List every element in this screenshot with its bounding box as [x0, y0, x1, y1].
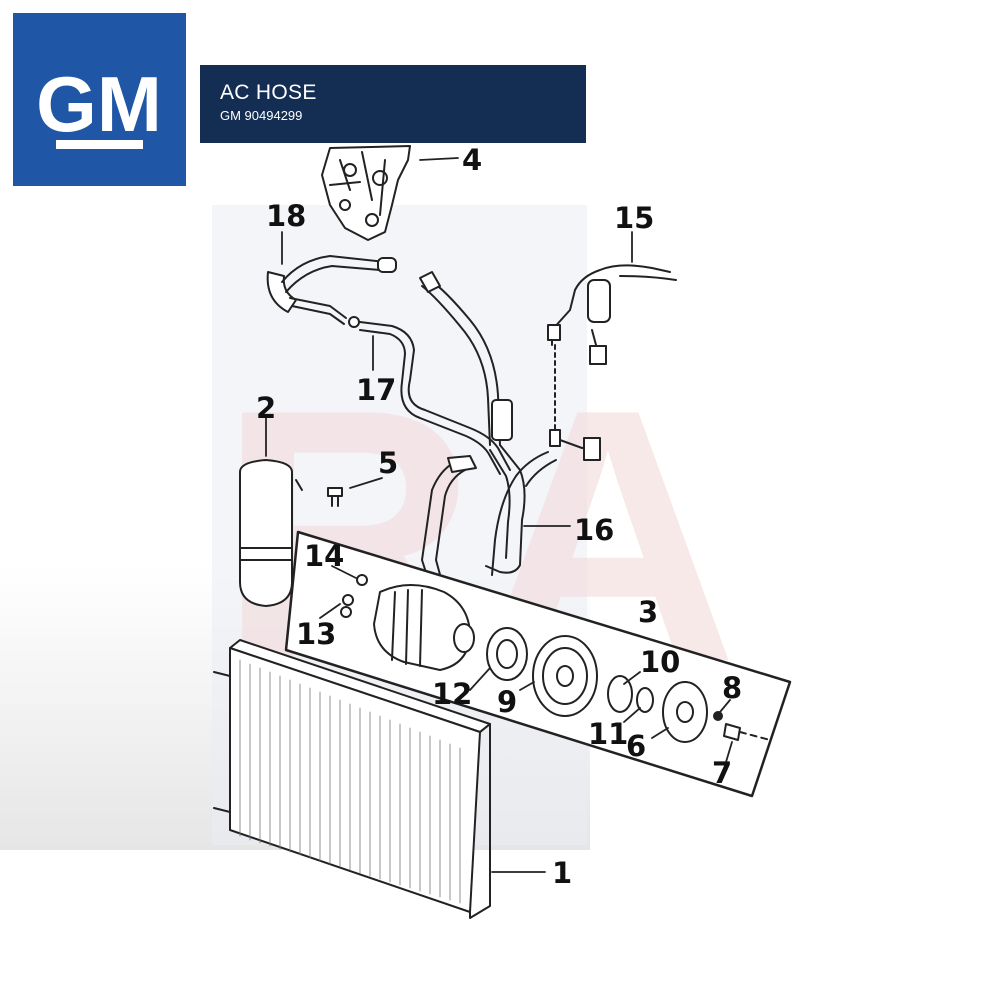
callout-9: 9: [497, 685, 517, 719]
part-number: GM 90494299: [220, 108, 303, 123]
product-title: AC HOSE: [220, 81, 317, 104]
part-5-bolt: [327, 487, 343, 507]
callout-4: 4: [462, 143, 482, 177]
callout-2: 2: [256, 391, 276, 425]
callout-labels: 1 2 3 4 5 6 7 8 9 10 11 12 13 14 15 16 1…: [256, 143, 742, 890]
callout-3: 3: [638, 595, 658, 629]
part-1-condenser: [213, 639, 491, 919]
callout-11: 11: [588, 717, 628, 751]
callout-7: 7: [712, 756, 732, 790]
callout-18: 18: [266, 199, 306, 233]
callout-13: 13: [296, 617, 336, 651]
part-18-17-hose-assembly: [266, 255, 511, 475]
callout-5: 5: [378, 446, 398, 480]
callout-8: 8: [722, 671, 742, 705]
callout-6: 6: [626, 729, 646, 763]
title-bar: AC HOSE GM 90494299: [200, 65, 586, 143]
callout-17: 17: [356, 373, 396, 407]
part-2-accumulator: [239, 459, 303, 607]
part-4-bracket: [321, 145, 411, 241]
callout-14: 14: [304, 539, 344, 573]
callout-1: 1: [552, 856, 572, 890]
part-15-harness: [547, 264, 677, 461]
gm-logo-underline: [56, 140, 143, 149]
leader-lines: [265, 157, 733, 873]
callout-12: 12: [432, 677, 472, 711]
callout-16: 16: [574, 513, 614, 547]
gm-logo: GM: [13, 13, 186, 186]
callout-15: 15: [614, 201, 654, 235]
part-16-hose: [419, 271, 557, 586]
callout-10: 10: [640, 645, 680, 679]
gm-logo-text: GM: [36, 60, 162, 148]
